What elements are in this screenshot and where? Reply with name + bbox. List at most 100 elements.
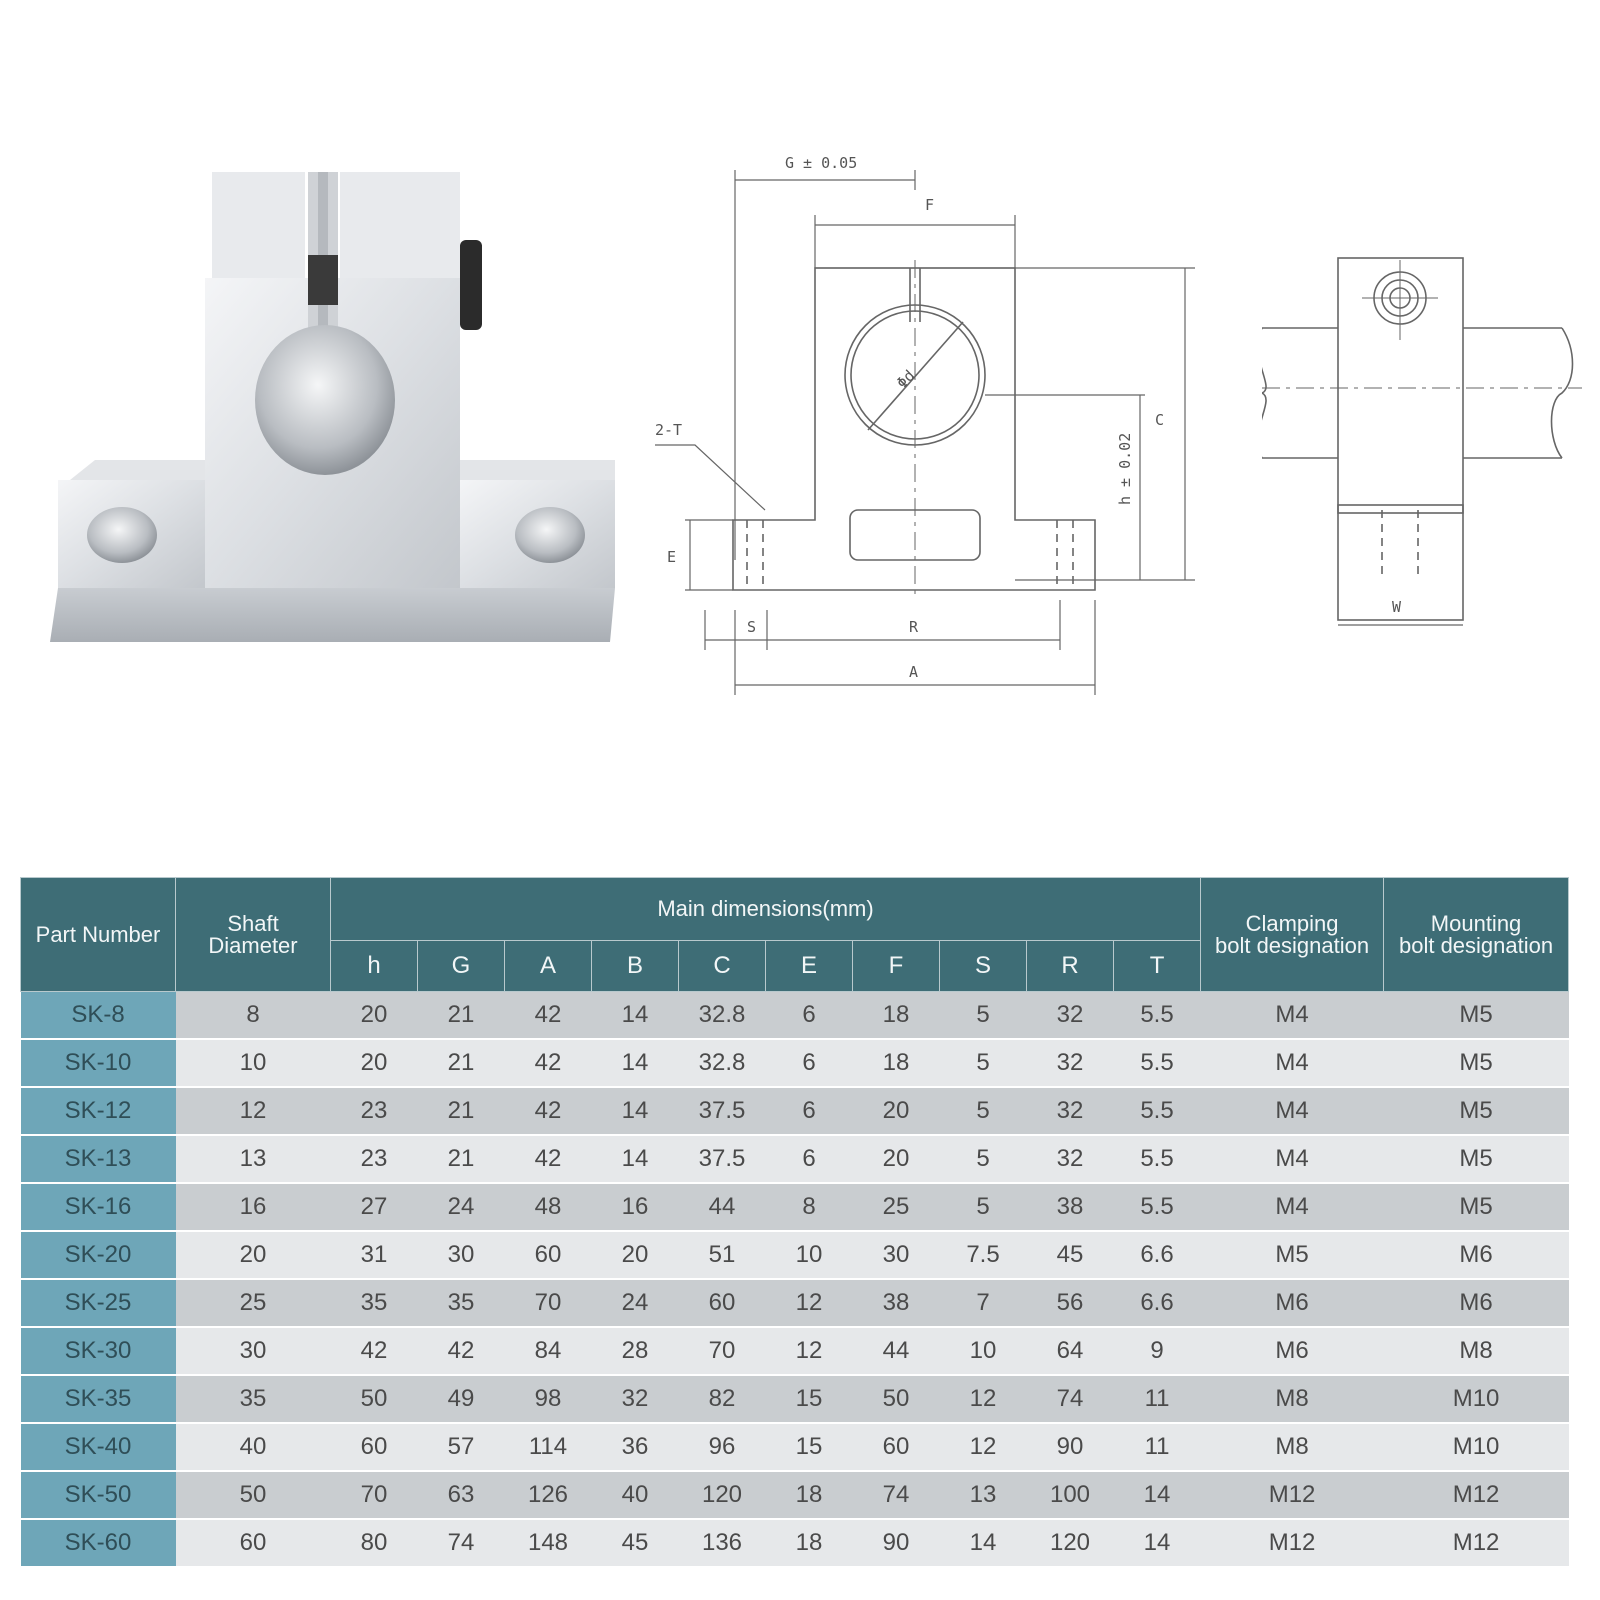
shaft-support-photo — [50, 172, 615, 642]
table-cell: 20 — [852, 1087, 940, 1136]
subheader-cell: A — [504, 940, 592, 992]
subheader-cell: S — [939, 940, 1027, 992]
header-mounting-line1: Mounting — [1430, 910, 1522, 936]
table-cell: 30 — [852, 1231, 940, 1280]
table-cell: 8 — [175, 991, 331, 1040]
table-cell: 50 — [330, 1375, 418, 1424]
table-cell: 120 — [1026, 1519, 1114, 1568]
table-cell: 42 — [504, 1087, 592, 1136]
table-cell: 32 — [1026, 1039, 1114, 1088]
table-cell: 6 — [765, 1039, 853, 1088]
header-shaft-diameter-line1: Shaft — [227, 910, 279, 936]
table-cell: 96 — [678, 1423, 766, 1472]
header-clamping-line1: Clamping — [1245, 910, 1339, 936]
table-cell: 60 — [678, 1279, 766, 1328]
part-number-cell: SK-30 — [20, 1327, 176, 1376]
table-cell: M10 — [1383, 1375, 1569, 1424]
table-cell: 44 — [678, 1183, 766, 1232]
table-cell: 57 — [417, 1423, 505, 1472]
h-tolerance-label: h ± 0.02 — [1116, 433, 1134, 505]
table-cell: M5 — [1383, 1039, 1569, 1088]
spec-table: Part Number Shaft Diameter Main dimensio… — [20, 877, 1570, 1568]
table-cell: 11 — [1113, 1423, 1201, 1472]
header-part-number: Part Number — [20, 877, 176, 992]
part-number-cell: SK-25 — [20, 1279, 176, 1328]
table-cell: 24 — [417, 1183, 505, 1232]
table-cell: 14 — [591, 1087, 679, 1136]
table-cell: 37.5 — [678, 1135, 766, 1184]
header-mounting-bolt: Mounting bolt designation — [1383, 877, 1570, 992]
table-cell: M4 — [1200, 1087, 1384, 1136]
table-cell: 38 — [852, 1279, 940, 1328]
table-cell: 90 — [1026, 1423, 1114, 1472]
table-cell: 5 — [939, 1135, 1027, 1184]
table-cell: 7 — [939, 1279, 1027, 1328]
table-cell: 51 — [678, 1231, 766, 1280]
table-cell: 32 — [1026, 1087, 1114, 1136]
table-cell: 21 — [417, 991, 505, 1040]
table-cell: 20 — [330, 991, 418, 1040]
part-number-cell: SK-40 — [20, 1423, 176, 1472]
table-cell: M6 — [1383, 1231, 1569, 1280]
table-cell: 18 — [765, 1471, 853, 1520]
w-label: W — [1392, 598, 1402, 616]
e-label: E — [667, 548, 676, 566]
part-number-cell: SK-10 — [20, 1039, 176, 1088]
table-cell: M5 — [1383, 1183, 1569, 1232]
table-cell: 12 — [939, 1375, 1027, 1424]
table-cell: 21 — [417, 1039, 505, 1088]
table-cell: 40 — [591, 1471, 679, 1520]
table-cell: M4 — [1200, 1039, 1384, 1088]
table-cell: 36 — [591, 1423, 679, 1472]
table-cell: 5.5 — [1113, 1135, 1201, 1184]
side-view-drawing: W — [1262, 257, 1582, 626]
table-cell: M5 — [1383, 991, 1569, 1040]
table-cell: M8 — [1200, 1375, 1384, 1424]
subheader-cell: G — [417, 940, 505, 992]
table-cell: 28 — [591, 1327, 679, 1376]
table-cell: 136 — [678, 1519, 766, 1568]
table-cell: 6 — [765, 1087, 853, 1136]
table-cell: 8 — [765, 1183, 853, 1232]
spec-table-container: Part Number Shaft Diameter Main dimensio… — [20, 877, 1570, 1568]
table-cell: 30 — [175, 1327, 331, 1376]
header-mounting-line2: bolt designation — [1398, 932, 1554, 958]
table-cell: 56 — [1026, 1279, 1114, 1328]
table-cell: 7.5 — [939, 1231, 1027, 1280]
table-cell: 10 — [765, 1231, 853, 1280]
table-cell: 6 — [765, 1135, 853, 1184]
table-cell: 5 — [939, 1183, 1027, 1232]
table-cell: 32.8 — [678, 991, 766, 1040]
table-cell: 15 — [765, 1375, 853, 1424]
r-label: R — [909, 618, 919, 636]
table-cell: 16 — [591, 1183, 679, 1232]
table-cell: M6 — [1200, 1327, 1384, 1376]
table-cell: 20 — [175, 1231, 331, 1280]
table-cell: 60 — [175, 1519, 331, 1568]
table-cell: 12 — [765, 1279, 853, 1328]
header-main-dimensions: Main dimensions(mm) — [329, 877, 1202, 941]
table-cell: 42 — [504, 1135, 592, 1184]
table-cell: 20 — [852, 1135, 940, 1184]
table-cell: 25 — [852, 1183, 940, 1232]
table-cell: 40 — [175, 1423, 331, 1472]
table-cell: 50 — [852, 1375, 940, 1424]
table-cell: 10 — [175, 1039, 331, 1088]
table-cell: 42 — [417, 1327, 505, 1376]
table-cell: 48 — [504, 1183, 592, 1232]
table-cell: 35 — [417, 1279, 505, 1328]
table-cell: 20 — [591, 1231, 679, 1280]
table-cell: M8 — [1383, 1327, 1569, 1376]
part-number-cell: SK-13 — [20, 1135, 176, 1184]
table-cell: 74 — [417, 1519, 505, 1568]
table-cell: 49 — [417, 1375, 505, 1424]
table-cell: 23 — [330, 1135, 418, 1184]
table-cell: M6 — [1383, 1279, 1569, 1328]
